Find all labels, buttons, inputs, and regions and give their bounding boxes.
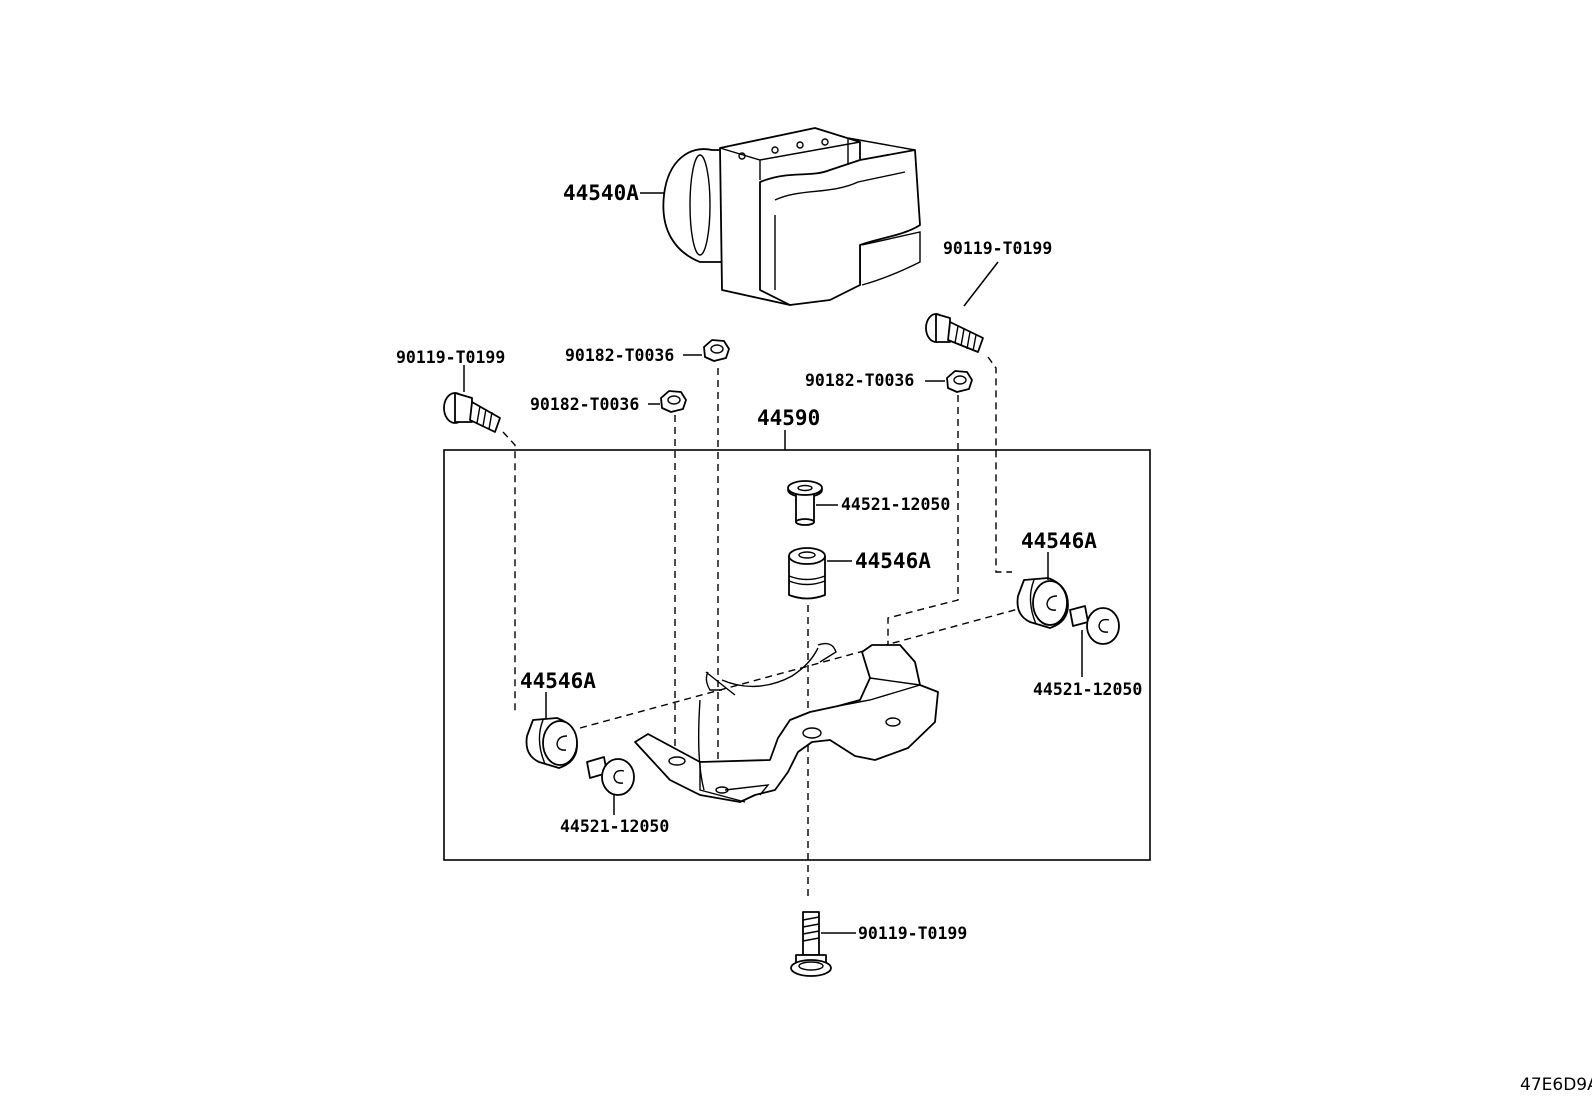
label-nut-right: 90182-T0036 bbox=[805, 371, 914, 390]
nut-upper-left-illustration bbox=[703, 339, 730, 362]
label-actuator: 44540A bbox=[563, 181, 639, 205]
label-cushion-right: 44546A bbox=[1021, 529, 1097, 553]
collar-center-illustration bbox=[787, 480, 823, 526]
abs-actuator-illustration bbox=[662, 127, 921, 306]
label-collar-left: 44521-12050 bbox=[560, 817, 669, 836]
label-nut-lower-left: 90182-T0036 bbox=[530, 395, 639, 414]
nut-right-illustration bbox=[946, 370, 973, 393]
bolt-left-illustration bbox=[443, 392, 501, 433]
cushion-left-illustration bbox=[525, 717, 578, 769]
label-cushion-center: 44546A bbox=[855, 549, 931, 573]
bolt-top-right-illustration bbox=[925, 313, 984, 353]
cushion-center-illustration bbox=[788, 547, 826, 600]
bracket-illustration bbox=[634, 642, 939, 803]
assembly-box bbox=[443, 449, 1151, 861]
label-bolt-bottom: 90119-T0199 bbox=[858, 924, 967, 943]
label-cushion-left: 44546A bbox=[520, 669, 596, 693]
collar-right-illustration bbox=[1069, 605, 1120, 645]
label-assembly: 44590 bbox=[757, 406, 820, 430]
nut-lower-left-illustration bbox=[660, 390, 687, 413]
label-bolt-top-right: 90119-T0199 bbox=[943, 239, 1052, 258]
label-nut-upper-left: 90182-T0036 bbox=[565, 346, 674, 365]
cushion-right-illustration bbox=[1016, 577, 1069, 629]
label-bolt-left: 90119-T0199 bbox=[396, 348, 505, 367]
leader-bolt-top-right bbox=[963, 261, 999, 307]
label-collar-center: 44521-12050 bbox=[841, 495, 950, 514]
collar-left-illustration bbox=[586, 756, 635, 796]
bolt-bottom-illustration bbox=[790, 911, 832, 977]
diagram-reference-code: 47E6D9A bbox=[1520, 1075, 1592, 1095]
label-collar-right: 44521-12050 bbox=[1033, 680, 1142, 699]
